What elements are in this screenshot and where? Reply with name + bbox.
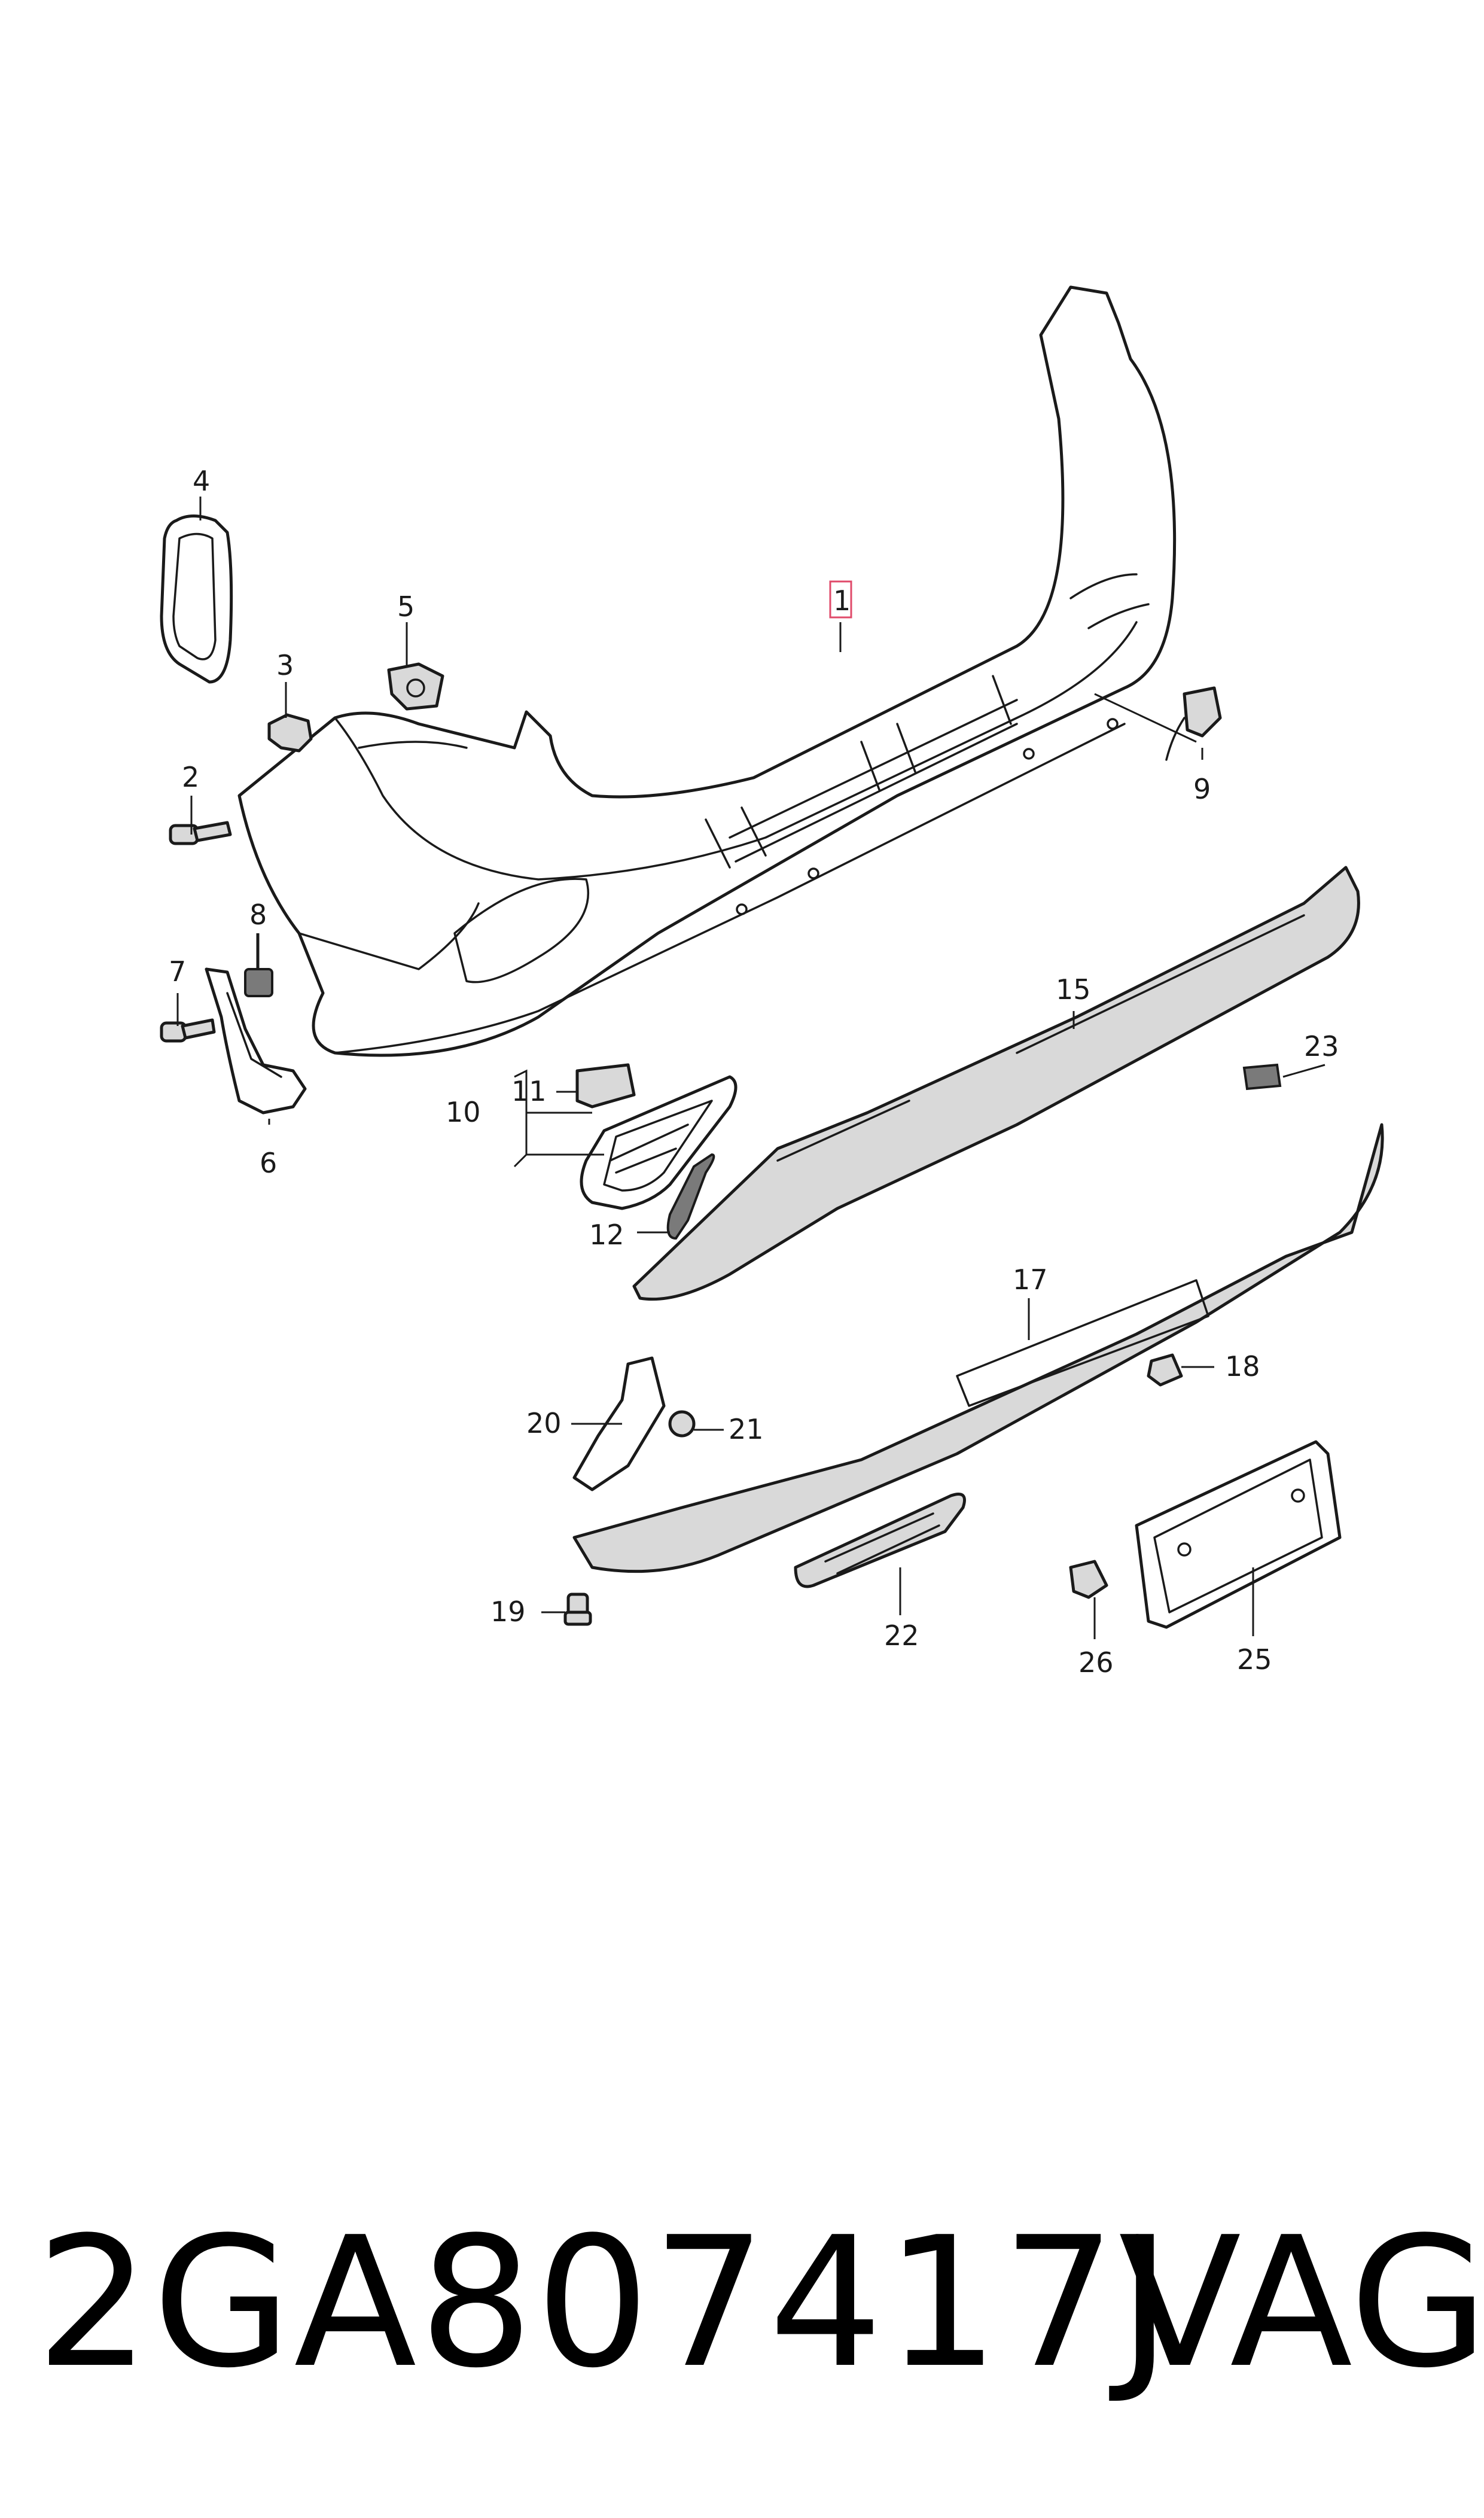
- screw-part-19: [563, 1593, 592, 1626]
- callout-11: 11: [511, 1075, 547, 1107]
- sensor-part-9: [1165, 686, 1222, 761]
- clip-part-18: [1147, 1353, 1183, 1387]
- callout-26: 26: [1078, 1646, 1114, 1679]
- plate-holder-part-25: [1135, 1440, 1342, 1629]
- callout-20: 20: [526, 1407, 562, 1439]
- trim-strip-part-12: [666, 1153, 715, 1240]
- callout-25: 25: [1237, 1643, 1272, 1676]
- callout-17: 17: [1013, 1263, 1048, 1296]
- callout-9: 9: [1193, 773, 1211, 805]
- callout-18: 18: [1225, 1350, 1260, 1383]
- callout-21: 21: [729, 1413, 764, 1445]
- bracket-part-5: [387, 662, 444, 711]
- callout-22: 22: [884, 1619, 919, 1652]
- callout-19: 19: [490, 1596, 526, 1628]
- bracket-part-11: [575, 1063, 636, 1109]
- callout-2: 2: [182, 761, 199, 793]
- diffuser-part-15: [632, 866, 1360, 1301]
- callout-7: 7: [169, 955, 186, 988]
- callout-labels: 1 2 3 4 5 6 7 8 9 10 11 12 15 17 18 19 2…: [169, 465, 1339, 1679]
- callout-10: 10: [446, 1096, 481, 1128]
- leader-lines: [176, 497, 1325, 1639]
- brand-name: VAG: [1119, 2199, 1484, 2407]
- callout-1: 1: [833, 584, 851, 617]
- nut-part-21: [668, 1410, 696, 1438]
- callout-8: 8: [249, 899, 267, 931]
- callout-5: 5: [397, 590, 415, 623]
- diffuser-insert-part-17: [572, 1123, 1384, 1573]
- callout-3: 3: [276, 649, 294, 681]
- grille-insert-part-10: [580, 1075, 738, 1210]
- clip-part-8: [244, 968, 273, 997]
- screw-part-7: [160, 1018, 216, 1043]
- callout-6: 6: [260, 1147, 277, 1179]
- clip-part-23: [1242, 1063, 1282, 1091]
- callout-12: 12: [589, 1219, 624, 1251]
- clip-part-3: [267, 713, 313, 753]
- bumper-cover-part: [237, 285, 1177, 1057]
- exhaust-trim-part-22: [794, 1493, 966, 1588]
- push-pin-part-26: [1069, 1560, 1108, 1599]
- callout-15: 15: [1056, 973, 1091, 1006]
- part-number: 2GA807417J: [36, 2199, 1174, 2407]
- screw-part-2: [169, 821, 232, 845]
- callout-4: 4: [193, 465, 210, 497]
- callout-23: 23: [1304, 1030, 1339, 1062]
- highlight-box-1: [829, 580, 852, 619]
